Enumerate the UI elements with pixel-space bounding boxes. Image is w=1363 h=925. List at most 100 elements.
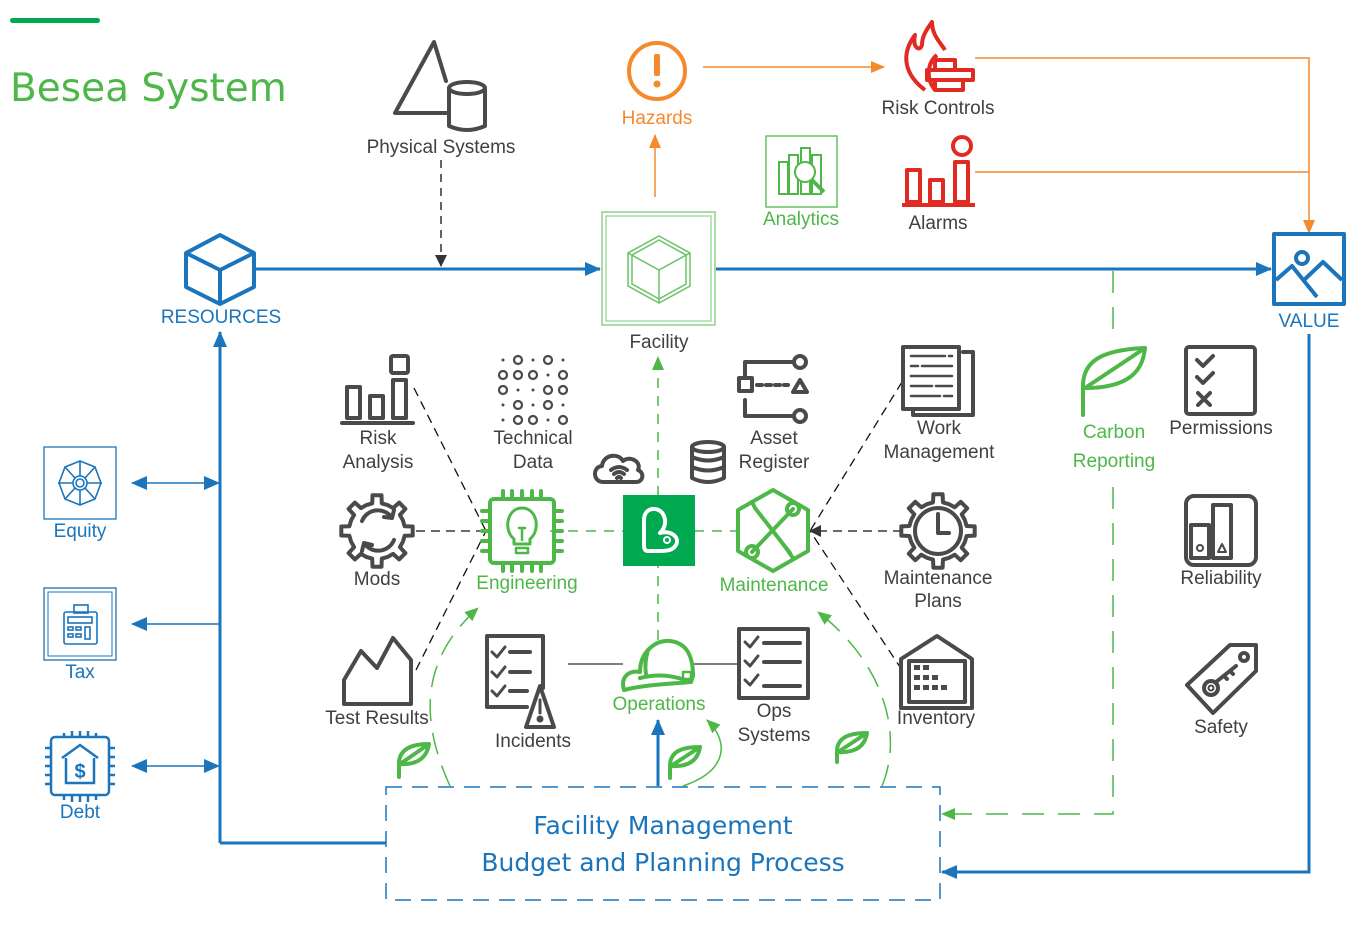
node-equity[interactable]: Equity xyxy=(43,446,117,542)
node-work-management[interactable]: Work Management xyxy=(884,345,996,463)
dot xyxy=(557,414,569,426)
node-maintenance[interactable]: Maintenance xyxy=(720,488,829,596)
node-technical-data[interactable]: Technical Data xyxy=(493,354,573,473)
engineering-label: Engineering xyxy=(476,573,577,594)
node-ops-systems[interactable]: Ops Systems xyxy=(737,627,811,746)
landscape-image-icon xyxy=(1272,232,1346,306)
technical-data-label-1: Technical xyxy=(493,428,572,449)
dot xyxy=(501,403,505,407)
checklist-warning-icon xyxy=(485,634,556,729)
ops-systems-label-1: Ops xyxy=(757,701,792,722)
dot xyxy=(557,369,569,381)
calculator-icon xyxy=(63,604,98,645)
operations-label: Operations xyxy=(613,694,706,715)
leaf-icon xyxy=(835,731,869,764)
node-test-results[interactable]: Test Results xyxy=(325,636,429,729)
safety-label: Safety xyxy=(1194,717,1248,738)
node-resources[interactable]: RESOURCES xyxy=(161,233,281,328)
maintenance-label: Maintenance xyxy=(720,575,829,596)
link-risk-analysis-engineering xyxy=(413,387,487,532)
node-tax[interactable]: Tax xyxy=(43,587,117,683)
dot xyxy=(531,403,535,407)
analytics-label: Analytics xyxy=(763,209,839,230)
node-debt[interactable]: $ Debt xyxy=(45,731,115,823)
node-cloud[interactable] xyxy=(593,453,645,484)
triangle-cylinder-icon xyxy=(393,40,487,132)
carbon-reporting-label-2: Reporting xyxy=(1073,451,1155,472)
leaf-icon xyxy=(397,742,431,779)
node-permissions[interactable]: Permissions xyxy=(1169,345,1273,439)
debt-label: Debt xyxy=(60,802,101,823)
document-stack-icon xyxy=(901,345,975,417)
dot xyxy=(497,369,509,381)
node-engineering[interactable]: Engineering xyxy=(476,489,578,594)
dot xyxy=(501,418,505,422)
node-physical-systems[interactable]: Physical Systems xyxy=(367,40,516,158)
node-facility[interactable]: Facility xyxy=(601,211,716,353)
database-icon xyxy=(690,440,726,484)
dot xyxy=(512,354,524,366)
dot xyxy=(542,384,554,396)
asset-register-label-1: Asset xyxy=(750,428,798,449)
dot xyxy=(497,384,509,396)
node-safety[interactable]: Safety xyxy=(1185,643,1258,738)
dot xyxy=(546,373,550,377)
inventory-label: Inventory xyxy=(897,708,976,729)
node-carbon-reporting[interactable]: Carbon Reporting xyxy=(1060,340,1168,476)
dot xyxy=(512,399,524,411)
reliability-label: Reliability xyxy=(1180,568,1262,589)
node-operations[interactable]: Operations xyxy=(613,638,706,715)
header-accent-bar xyxy=(10,18,100,23)
node-risk-controls[interactable]: Risk Controls xyxy=(882,20,995,119)
dot xyxy=(512,414,524,426)
value-label: VALUE xyxy=(1279,311,1340,332)
node-maintenance-plans[interactable]: Maintenance Plans xyxy=(884,492,993,612)
equity-label: Equity xyxy=(54,521,107,542)
dot xyxy=(561,358,565,362)
tax-frame xyxy=(43,587,117,661)
factory-icon xyxy=(342,636,413,706)
analytics-magnifier-icon xyxy=(778,147,826,195)
carbon-reporting-label-1: Carbon xyxy=(1083,422,1145,443)
lightbulb-chip-icon xyxy=(480,489,564,573)
node-alarms[interactable]: Alarms xyxy=(902,135,975,234)
equity-frame xyxy=(43,446,117,520)
exclamation-circle-icon xyxy=(627,41,687,101)
node-analytics[interactable]: Analytics xyxy=(763,135,839,230)
dot xyxy=(527,369,539,381)
risk-analysis-label-2: Analysis xyxy=(343,452,414,473)
node-inventory[interactable]: Inventory xyxy=(897,634,976,729)
leaf-icon xyxy=(668,745,702,780)
test-results-label: Test Results xyxy=(325,708,428,729)
hierarchy-icon xyxy=(737,354,809,424)
resources-label: RESOURCES xyxy=(161,307,281,328)
incidents-label: Incidents xyxy=(495,731,571,752)
node-asset-register[interactable]: Asset Register xyxy=(737,354,810,473)
node-risk-analysis[interactable]: Risk Analysis xyxy=(340,354,415,473)
node-database[interactable] xyxy=(690,440,726,484)
node-besea-hub[interactable] xyxy=(623,495,695,566)
permissions-label: Permissions xyxy=(1169,418,1272,439)
dot xyxy=(516,388,520,392)
node-mods[interactable]: Mods xyxy=(339,493,415,590)
link-inventory-maintenance xyxy=(809,530,903,671)
risk-controls-label: Risk Controls xyxy=(882,98,995,119)
process-box-title-2: Budget and Planning Process xyxy=(481,848,844,877)
risk-analysis-label-1: Risk xyxy=(360,428,397,449)
hazards-label: Hazards xyxy=(622,108,693,129)
dot xyxy=(531,358,535,362)
process-box-frame xyxy=(385,786,941,901)
cloud-wifi-icon xyxy=(593,453,645,484)
warehouse-icon xyxy=(899,634,974,710)
node-hazards[interactable]: Hazards xyxy=(622,41,693,129)
process-box-budget-planning[interactable]: Facility Management Budget and Planning … xyxy=(385,786,941,901)
tools-hexagon-icon xyxy=(736,488,810,573)
bar-chart-alert-icon xyxy=(902,135,975,207)
node-reliability[interactable]: Reliability xyxy=(1180,494,1262,589)
dot xyxy=(527,414,539,426)
node-value[interactable]: VALUE xyxy=(1272,232,1346,332)
asset-register-label-2: Register xyxy=(739,452,810,473)
node-incidents[interactable]: Incidents xyxy=(485,634,571,752)
checklist-icon xyxy=(737,627,810,700)
